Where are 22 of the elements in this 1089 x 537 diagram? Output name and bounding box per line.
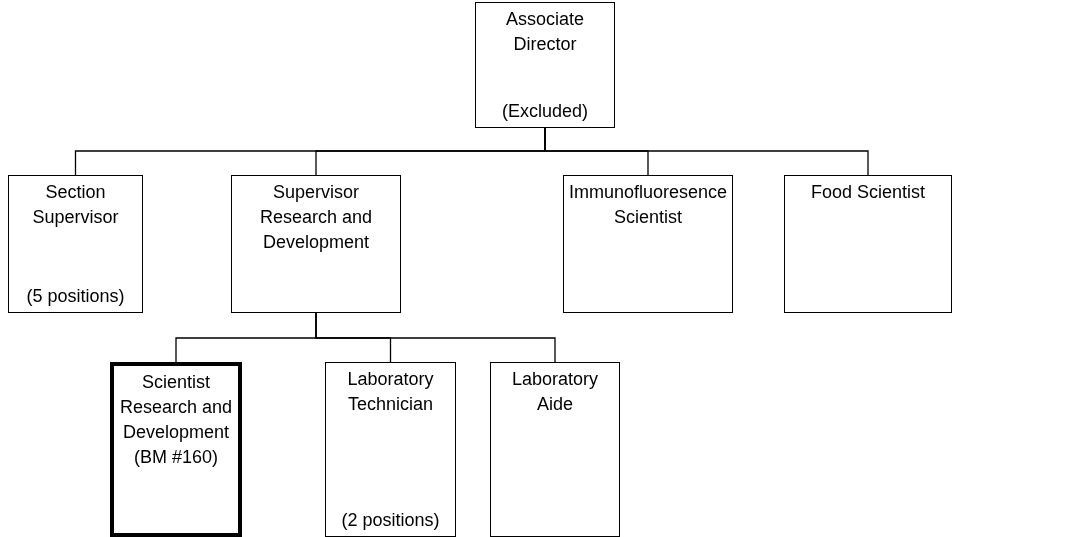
position-title: Section Supervisor [31,181,120,229]
position-box [475,2,615,128]
position-title: Food Scientist [809,181,927,204]
position-note: (5 positions) [25,285,126,308]
position-title: Laboratory Technician [346,368,435,416]
connector-line [544,127,869,176]
position-note: (2 positions) [340,509,441,532]
position-title: Scientist Research and Development [118,371,234,444]
position-note: (Excluded) [500,100,589,123]
position-note: (BM #160) [132,446,219,469]
position-box [563,175,733,313]
connector-line [315,312,556,363]
position-title: Immunofluoresence Scientist [567,181,729,229]
position-box [8,175,143,313]
position-box [110,362,242,537]
position-box [231,175,401,313]
position-box [784,175,952,313]
position-box [325,362,456,537]
position-title: Laboratory Aide [510,368,600,416]
position-title: Supervisor Research and Development [258,181,374,254]
position-box [490,362,620,537]
position-title: Associate Director [504,8,585,56]
